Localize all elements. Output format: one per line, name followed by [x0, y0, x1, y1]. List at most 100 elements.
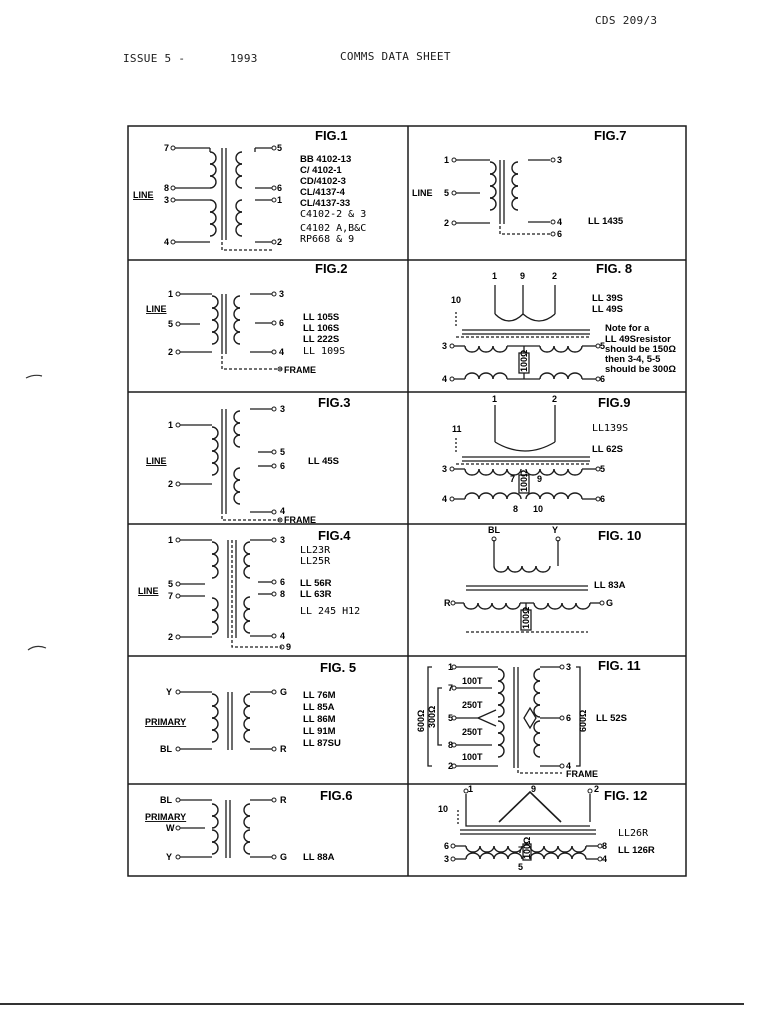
- svg-text:4: 4: [164, 237, 169, 247]
- svg-text:5: 5: [277, 143, 282, 153]
- fig-5-caption: FIG. 5: [320, 660, 356, 675]
- document-title: COMMS DATA SHEET: [340, 50, 451, 63]
- fig-2-part-3: LL 222S: [303, 334, 339, 345]
- svg-text:BL: BL: [488, 525, 500, 535]
- svg-text:R: R: [444, 598, 451, 608]
- fig-6-caption: FIG.6: [320, 788, 353, 803]
- svg-text:8: 8: [280, 589, 285, 599]
- svg-text:1: 1: [492, 271, 497, 281]
- svg-text:G: G: [280, 687, 287, 697]
- fig-12-caption: FIG. 12: [604, 788, 647, 803]
- svg-text:10: 10: [533, 504, 543, 514]
- svg-text:9: 9: [537, 474, 542, 484]
- svg-text:5: 5: [168, 319, 173, 329]
- svg-text:1: 1: [468, 784, 473, 794]
- svg-text:3: 3: [442, 464, 447, 474]
- svg-text:Y: Y: [166, 852, 172, 862]
- svg-text:9: 9: [520, 271, 525, 281]
- fig-7-part-1: LL 1435: [588, 216, 624, 227]
- svg-text:Y: Y: [552, 525, 558, 535]
- fig-1-part-8: RP668 & 9: [300, 234, 354, 245]
- fig-6-primary-label: PRIMARY: [145, 812, 186, 822]
- svg-text:6: 6: [280, 461, 285, 471]
- fig-1-caption: FIG.1: [315, 128, 348, 143]
- fig-1-part-7: C4102 A,B&C: [300, 223, 366, 234]
- fig-2-part-1: LL 105S: [303, 312, 339, 323]
- svg-text:4: 4: [279, 347, 284, 357]
- svg-text:3: 3: [280, 535, 285, 545]
- svg-text:4: 4: [280, 631, 285, 641]
- svg-text:3: 3: [279, 289, 284, 299]
- svg-text:4: 4: [557, 217, 562, 227]
- fig-2: FIG.2 152 364 LINE FRAME LL 105S LL 106S…: [146, 261, 348, 375]
- fig-11-part-1: LL 52S: [596, 713, 627, 724]
- svg-text:2: 2: [594, 784, 599, 794]
- fig-4-part-5: LL 245 H12: [300, 606, 360, 617]
- fig-7-caption: FIG.7: [594, 128, 627, 143]
- svg-text:2: 2: [277, 237, 282, 247]
- fig-1-part-4: CL/4137-4: [300, 187, 346, 198]
- fig-11-turns-1: 100T: [462, 676, 483, 686]
- fig-2-frame-label: FRAME: [284, 365, 316, 375]
- svg-text:R: R: [280, 744, 287, 754]
- fig-11-imp-600-left: 600Ω: [416, 710, 426, 732]
- svg-text:5: 5: [168, 579, 173, 589]
- svg-text:5: 5: [280, 447, 285, 457]
- fig-7-line-label: LINE: [412, 188, 433, 198]
- fig-8-note-3: should be 150Ω: [605, 344, 676, 355]
- fig-3-frame-label: FRAME: [284, 515, 316, 525]
- fig-3-line-label: LINE: [146, 456, 167, 466]
- fig-11-turns-4: 100T: [462, 752, 483, 762]
- svg-text:10: 10: [438, 804, 448, 814]
- fig-5-part-3: LL 86M: [303, 714, 336, 725]
- document-code: CDS 209/3: [595, 14, 658, 27]
- fig-9-part-1: LL139S: [592, 423, 628, 434]
- fig-1-part-1: BB 4102-13: [300, 154, 351, 165]
- svg-text:9: 9: [286, 642, 291, 652]
- fig-1-line-label: LINE: [133, 190, 154, 200]
- fig-5-part-5: LL 87SU: [303, 738, 341, 749]
- svg-text:6: 6: [557, 229, 562, 239]
- issue-year: 1993: [230, 52, 258, 65]
- fig-11-caption: FIG. 11: [598, 658, 641, 673]
- fig-10-part-1: LL 83A: [594, 580, 626, 591]
- fig-8-part-2: LL 49S: [592, 304, 623, 315]
- svg-text:9: 9: [531, 784, 536, 794]
- svg-text:Y: Y: [166, 687, 172, 697]
- fig-4-caption: FIG.4: [318, 528, 351, 543]
- svg-text:4: 4: [442, 494, 447, 504]
- fig-11-imp-600-right: 600Ω: [578, 710, 588, 732]
- svg-text:7: 7: [164, 143, 169, 153]
- svg-text:2: 2: [552, 271, 557, 281]
- fig-2-part-4: LL 109S: [303, 346, 345, 357]
- svg-text:8: 8: [164, 183, 169, 193]
- svg-text:2: 2: [168, 479, 173, 489]
- fig-9-resistor: 100Ω: [519, 470, 529, 492]
- svg-text:G: G: [280, 852, 287, 862]
- table-frame: [127, 125, 687, 877]
- svg-text:3: 3: [557, 155, 562, 165]
- svg-text:3: 3: [164, 195, 169, 205]
- fig-11-frame-label: FRAME: [566, 769, 598, 779]
- svg-text:3: 3: [566, 662, 571, 672]
- fig-9-part-2: LL 62S: [592, 444, 623, 455]
- svg-text:8: 8: [448, 740, 453, 750]
- svg-text:1: 1: [444, 155, 449, 165]
- svg-text:1: 1: [168, 289, 173, 299]
- fig-8-part-1: LL 39S: [592, 293, 623, 304]
- fig-10-caption: FIG. 10: [598, 528, 641, 543]
- fig-1-part-6: C4102-2 & 3: [300, 209, 366, 220]
- fig-8-note-2: LL 49Sresistor: [605, 334, 671, 345]
- fig-2-part-2: LL 106S: [303, 323, 339, 334]
- fig-11-turns-3: 250T: [462, 727, 483, 737]
- svg-text:4: 4: [566, 761, 571, 771]
- fig-11-turns-2: 250T: [462, 700, 483, 710]
- fig-11-imp-300-left: 300Ω: [427, 706, 437, 728]
- fig-12-part-1: LL26R: [618, 828, 649, 839]
